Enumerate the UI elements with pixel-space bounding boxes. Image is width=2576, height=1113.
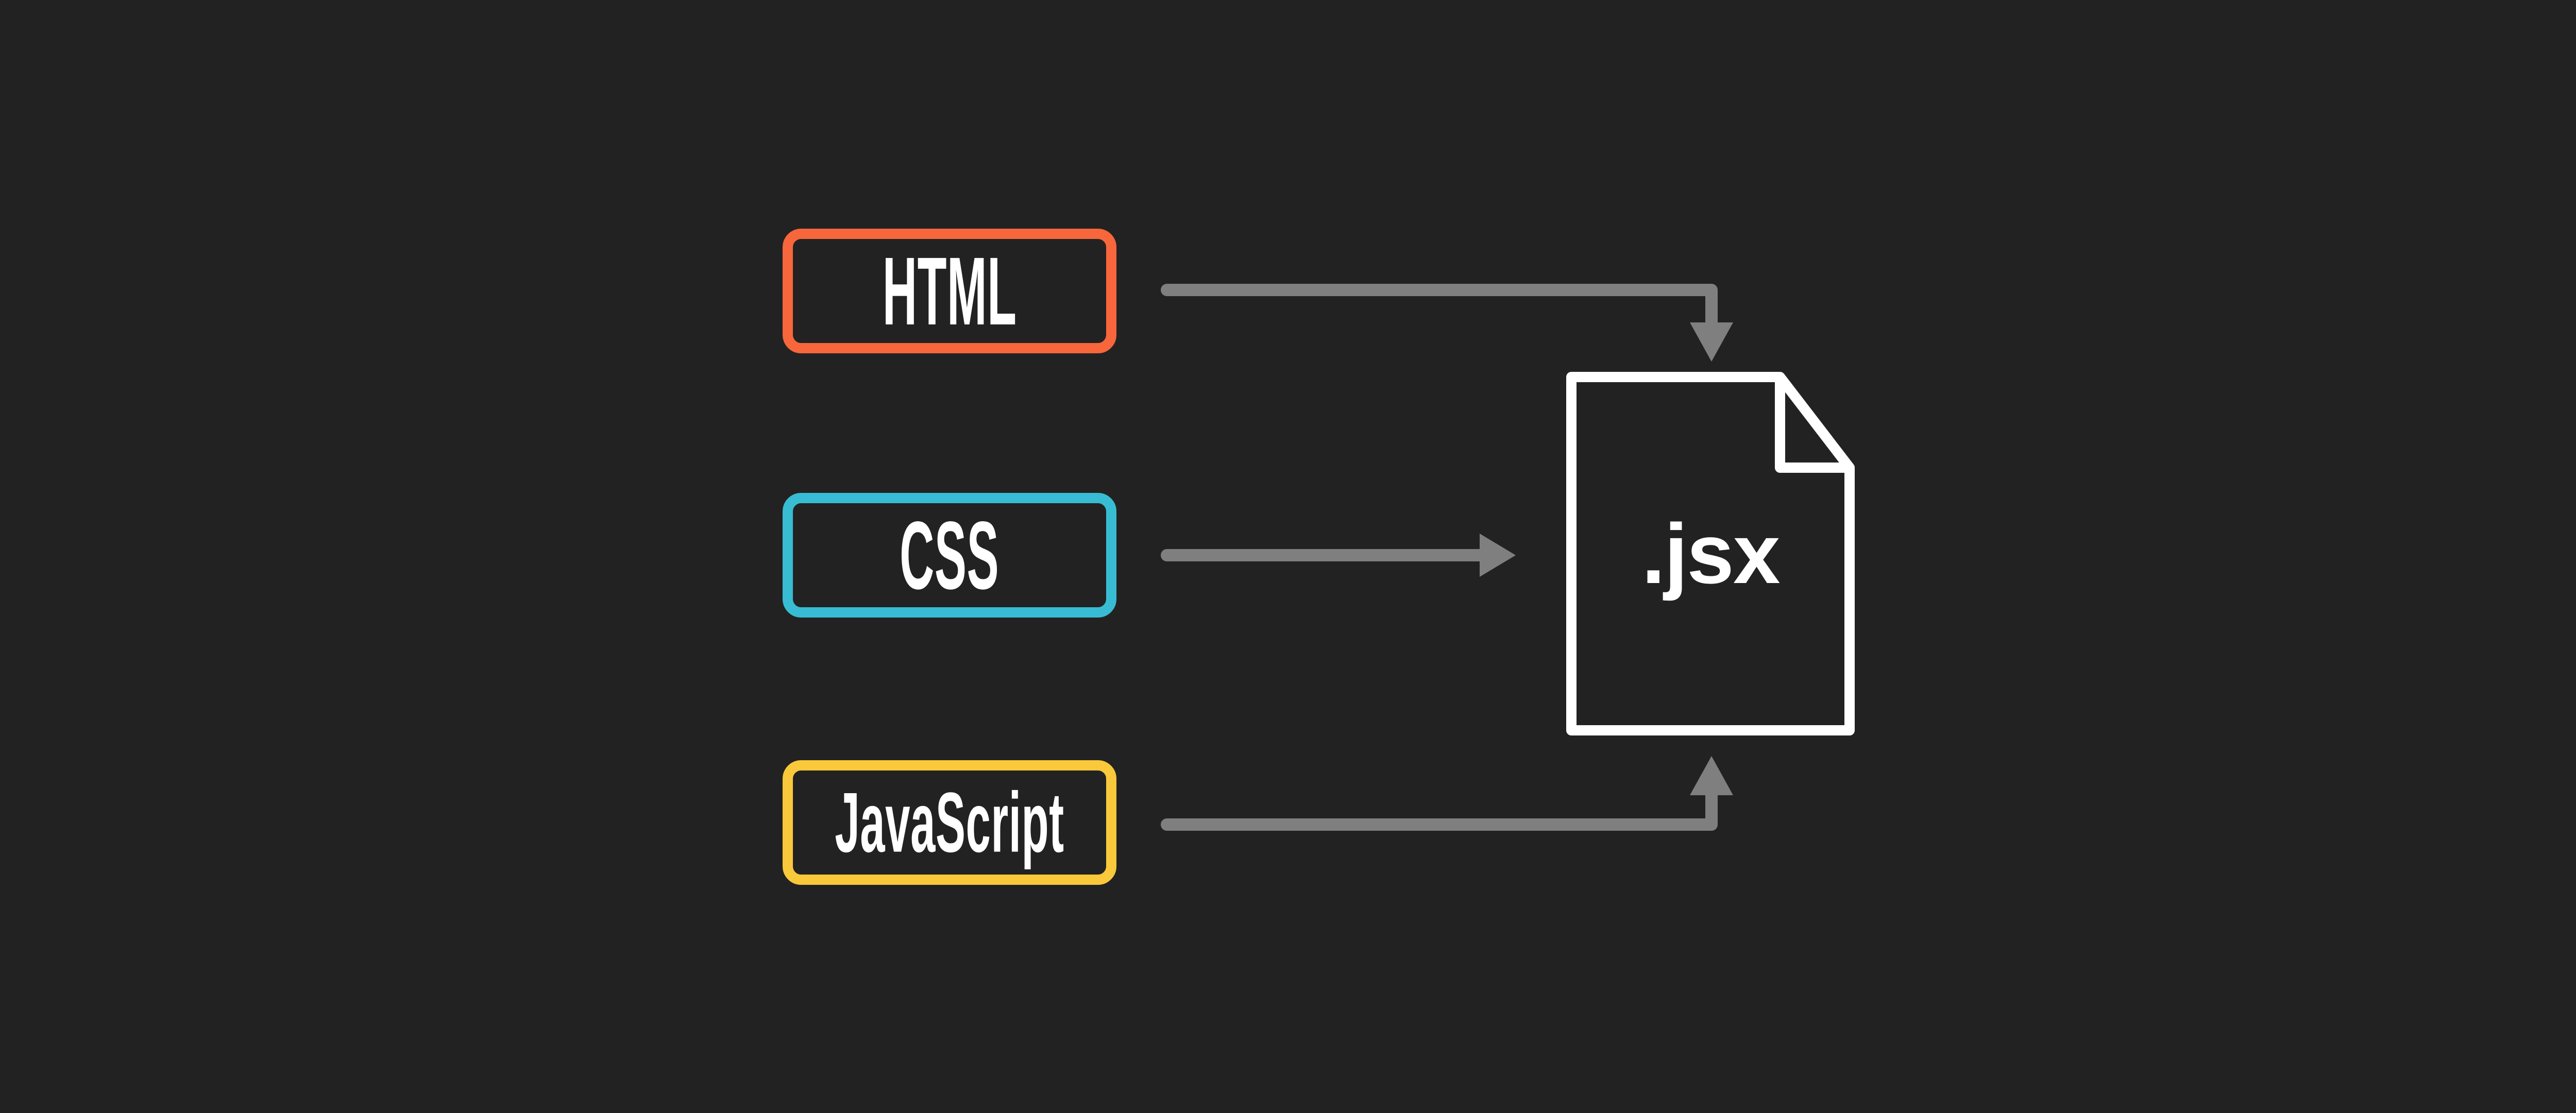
arrow-javascript-line [1161,788,1718,831]
source-box-javascript: JavaScript [783,760,1116,885]
source-box-html-label: HTML [882,236,1017,345]
jsx-file-label: .jsx [1641,506,1780,601]
arrow-html-line [1161,284,1718,330]
file-outline [1566,372,1855,735]
arrow-html-head-icon [1690,322,1733,362]
file-fold-corner [1775,377,1850,473]
arrow-html-to-jsx [1161,284,1733,362]
arrow-javascript-head-icon [1690,756,1733,795]
arrow-javascript-to-jsx [1161,756,1733,831]
arrow-css-head-icon [1480,534,1516,577]
source-box-javascript-label: JavaScript [835,774,1064,870]
jsx-file: .jsx [1566,372,1855,735]
source-box-css: CSS [783,493,1116,618]
source-box-css-label: CSS [900,501,999,609]
arrow-css-to-jsx [1161,534,1516,577]
file-document-icon [1566,372,1855,735]
source-box-html: HTML [783,229,1116,353]
